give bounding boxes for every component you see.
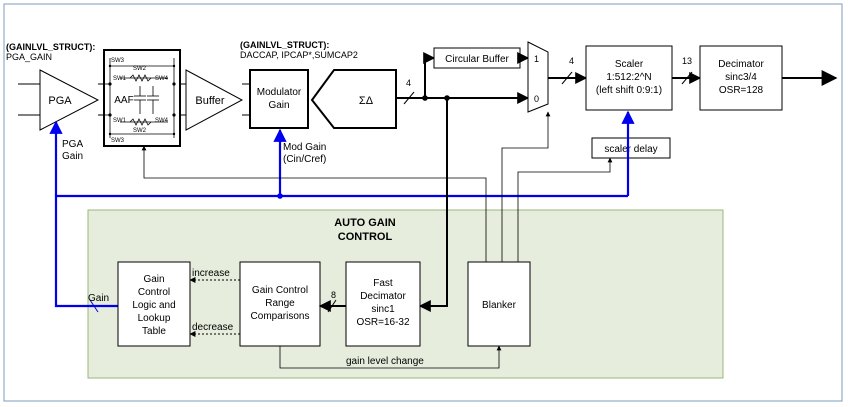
fast-decimator-box xyxy=(345,261,421,347)
pga-gain-line1: PGA xyxy=(62,139,83,150)
pga-triangle xyxy=(39,69,100,131)
aaf-label: AAF xyxy=(114,95,133,106)
gain-logic-line2: Control xyxy=(138,287,170,298)
blanker-label: Blanker xyxy=(482,300,517,311)
gain-level-change-label: gain level change xyxy=(346,356,424,367)
range-comp-line1: Gain Control xyxy=(252,285,308,296)
mux-block xyxy=(527,41,549,113)
mod-struct-field: DACCAP, IPCAP*,SUMCAP2 xyxy=(240,50,358,60)
scaler-line3: (left shift 0:9:1) xyxy=(596,85,662,96)
blanker-control-lines xyxy=(141,111,613,262)
range-comp-line2: Range xyxy=(265,298,295,309)
mux-input-1: 1 xyxy=(534,54,539,64)
aaf-switch-sw1-top: SW1 xyxy=(113,76,127,82)
sigma-delta-label: ΣΔ xyxy=(359,95,374,107)
pga-label: PGA xyxy=(48,95,72,107)
bus-width-mod: 4 xyxy=(406,78,411,88)
range-comparisons-box xyxy=(239,261,321,347)
mux-input-0: 0 xyxy=(534,94,539,104)
decrease-label: decrease xyxy=(192,322,234,333)
pga-struct-label: (GAINLVL_STRUCT): xyxy=(6,42,95,52)
decimator-box xyxy=(699,45,783,111)
bus-width-scaler: 13 xyxy=(682,56,692,66)
scaler-line1: Scaler xyxy=(615,59,644,70)
agc-title-line2: CONTROL xyxy=(338,231,393,243)
mod-struct-label: (GAINLVL_STRUCT): xyxy=(240,40,329,50)
gain-logic-line1: Gain xyxy=(143,274,164,285)
buffer-triangle xyxy=(185,69,244,131)
pga-struct-field: PGA_GAIN xyxy=(6,52,52,62)
decimator-line2: sinc3/4 xyxy=(725,72,757,83)
bus-width-fast: 8 xyxy=(331,290,336,300)
blanker-box xyxy=(467,261,531,347)
fast-dec-line3: sinc1 xyxy=(371,304,395,315)
modulator-line1: Modulator xyxy=(257,87,302,98)
scaler-line2: 1:512:2^N xyxy=(606,72,651,83)
gain-control-logic-box xyxy=(117,261,191,347)
gain-level-change-wire xyxy=(279,345,502,369)
range-comp-line3: Comparisons xyxy=(251,311,310,322)
pga-gain-line2: Gain xyxy=(62,151,83,162)
aaf-switch-sw2-bottom: SW2 xyxy=(133,128,147,134)
fast-dec-line4: OSR=16-32 xyxy=(356,317,410,328)
scaler-delay-label: scaler delay xyxy=(604,144,657,155)
decimator-line3: OSR=128 xyxy=(719,85,764,96)
modulator-gain-box xyxy=(249,69,309,129)
circular-buffer-label: Circular Buffer xyxy=(445,54,509,65)
buffer-label: Buffer xyxy=(195,95,224,107)
sd-to-fast-decimator-bus xyxy=(418,98,448,312)
gain-logic-line3: Logic and xyxy=(132,300,175,311)
fast-dec-line1: Fast xyxy=(373,278,393,289)
to-circular-buffer-wire xyxy=(423,52,436,98)
decimator-line1: Decimator xyxy=(718,59,764,70)
bus-width-mux: 4 xyxy=(569,56,574,66)
aaf-switch-sw4-bottom: SW4 xyxy=(155,118,169,124)
aaf-switch-sw3-top: SW3 xyxy=(111,58,125,64)
aaf-switch-sw4-top: SW4 xyxy=(155,76,169,82)
mod-gain-line2: (Cin/Cref) xyxy=(283,154,326,165)
aaf-switch-sw2-top: SW2 xyxy=(133,66,147,72)
agc-title-line1: AUTO GAIN xyxy=(334,217,396,229)
aaf-internal-network xyxy=(104,58,175,138)
aaf-switch-sw1-bottom: SW1 xyxy=(113,118,127,124)
gain-logic-line4: Lookup xyxy=(138,313,171,324)
gain-logic-line5: Table xyxy=(142,326,166,337)
aaf-switch-sw3-bottom: SW3 xyxy=(111,138,125,144)
increase-label: increase xyxy=(192,268,230,279)
fast-dec-line2: Decimator xyxy=(360,291,406,302)
mod-gain-line1: Mod Gain xyxy=(283,142,326,153)
gain-control-lines xyxy=(49,110,635,308)
modulator-line2: Gain xyxy=(268,100,289,111)
scaler-delay-box xyxy=(591,137,671,159)
gain-bus-label: Gain xyxy=(88,293,109,304)
